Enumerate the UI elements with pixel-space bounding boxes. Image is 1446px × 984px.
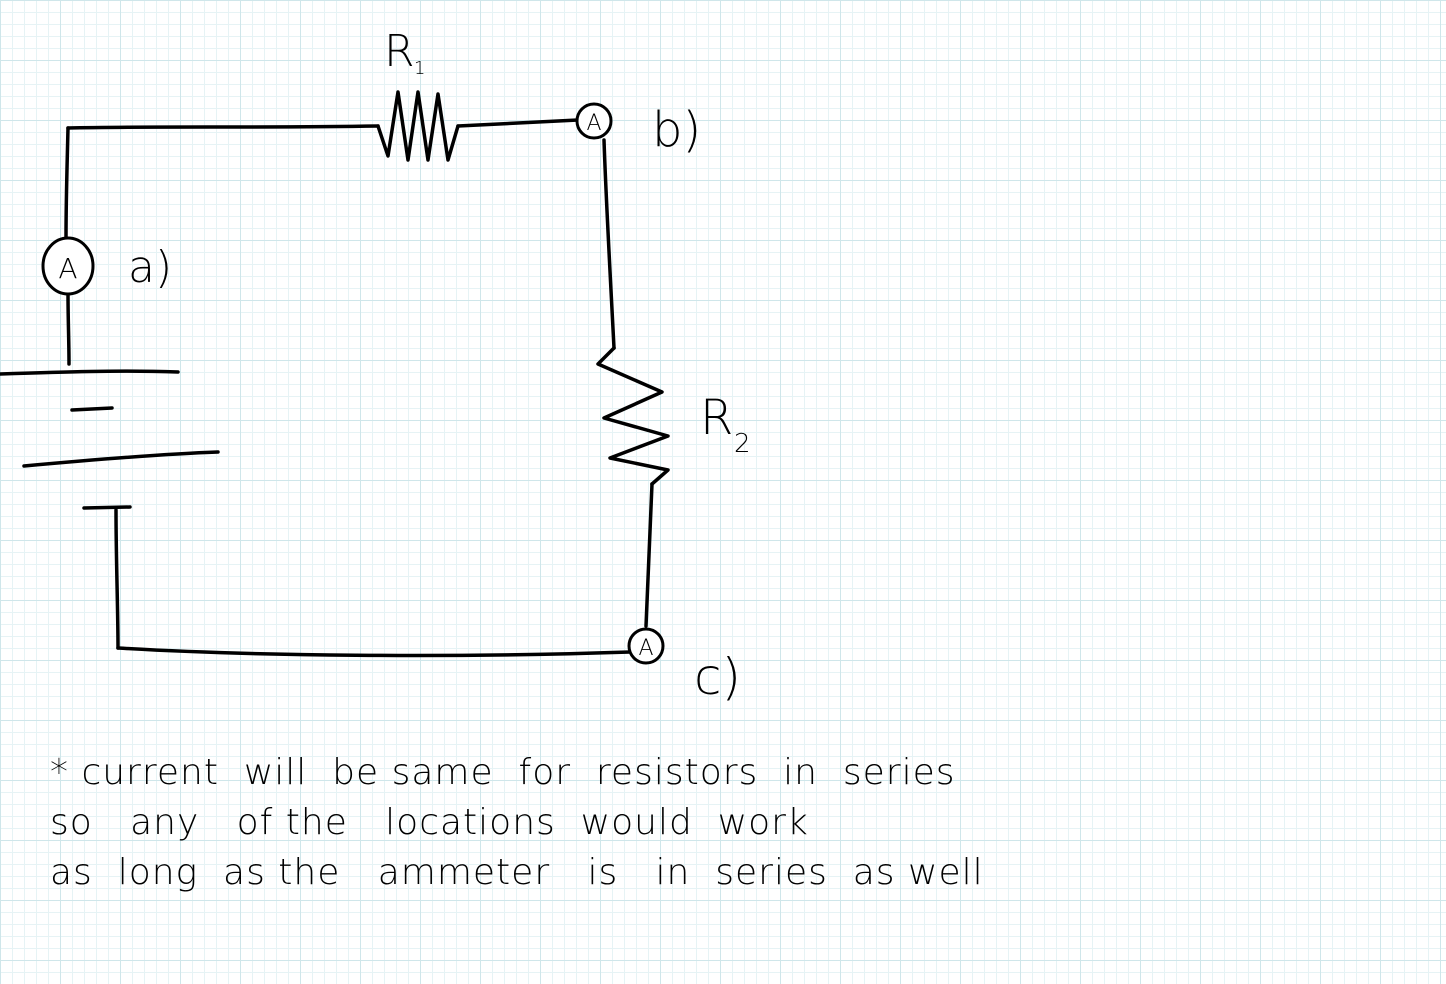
ammeter-a-symbol: A: [58, 252, 77, 285]
ammeter-b: A: [575, 102, 613, 140]
ammeter-c-symbol: A: [638, 636, 653, 661]
ammeter-b-symbol: A: [586, 111, 601, 136]
resistor-1-label: R: [384, 26, 415, 77]
ammeter-c: A: [627, 627, 665, 665]
wire-right-lower: [644, 482, 654, 628]
wire-left-lower: [114, 508, 120, 650]
battery-plate-short-1: [70, 406, 114, 412]
wire-bottom: [116, 646, 632, 658]
location-b-label: b): [652, 102, 701, 158]
battery-plate-long-1: [0, 369, 180, 376]
explanation-note: * current will be same for resistors in …: [50, 748, 1430, 898]
location-c-label: c): [694, 648, 741, 706]
note-line-2: so any of the locations would work: [50, 802, 809, 843]
wire-left-upper: [64, 126, 70, 240]
wire-left-middle: [66, 292, 71, 366]
location-a-label: a): [128, 242, 172, 293]
resistor-2-label: R: [700, 390, 733, 446]
resistor-r2: [596, 346, 670, 486]
note-line-3: as long as the ammeter is in series as w…: [50, 852, 984, 893]
wire-top-left: [66, 124, 380, 130]
battery-plate-long-2: [22, 450, 220, 468]
resistor-2-subscript: 2: [734, 429, 751, 459]
battery-plate-short-2: [82, 505, 132, 510]
wire-top-right: [456, 118, 580, 128]
wire-right-upper: [602, 138, 616, 350]
resistor-1-subscript: 1: [414, 58, 425, 79]
resistor-r1: [376, 90, 460, 162]
note-line-1: * current will be same for resistors in …: [50, 752, 956, 793]
ammeter-a: A: [41, 236, 95, 296]
